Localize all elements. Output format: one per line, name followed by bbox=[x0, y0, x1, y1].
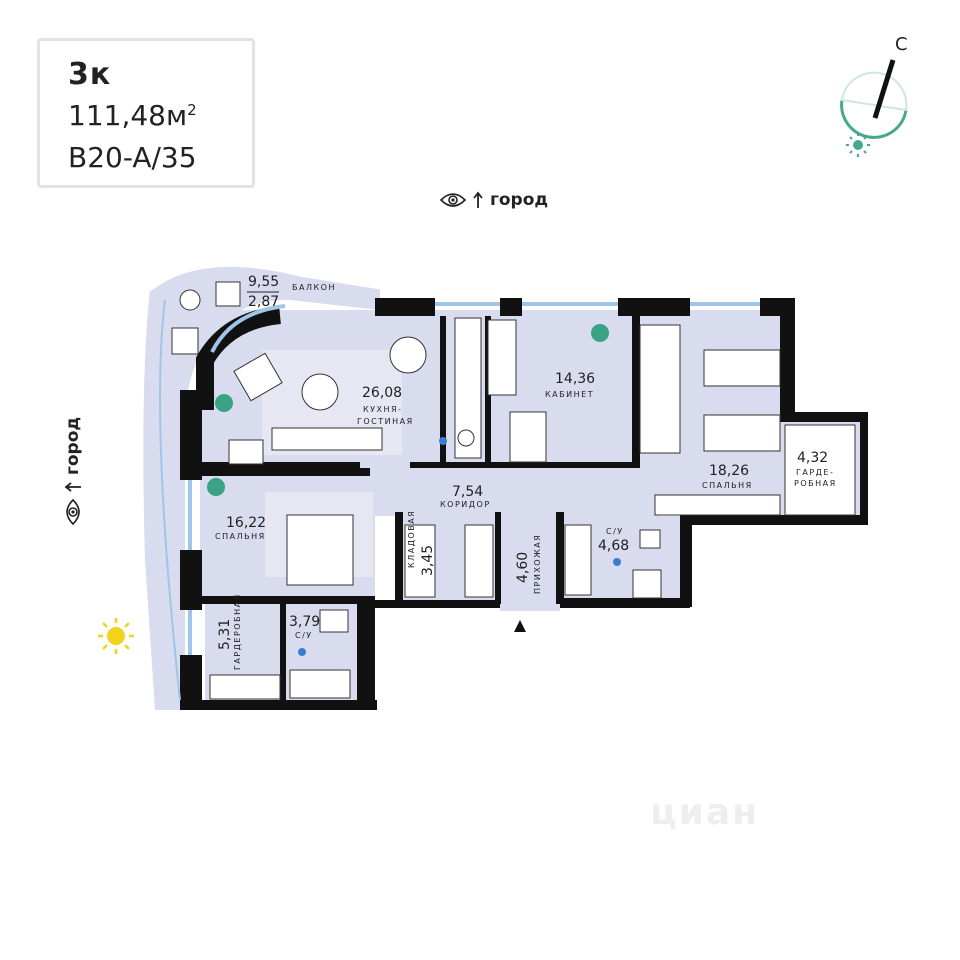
compass: С bbox=[840, 34, 908, 139]
total-area-value: 111,48м bbox=[68, 99, 188, 132]
balcony-area-2: 2,87 bbox=[248, 294, 279, 310]
wardrobe-right-name-1: ГАРДЕ- bbox=[796, 468, 834, 477]
bath-left-name: С/У bbox=[295, 631, 313, 640]
area-unit-superscript: 2 bbox=[187, 101, 197, 119]
plant-icon bbox=[215, 394, 233, 412]
corridor-area: 7,54 bbox=[452, 484, 483, 500]
washing-machine bbox=[632, 569, 662, 599]
watermark: циан bbox=[650, 792, 760, 833]
sun-icon-small bbox=[846, 133, 870, 157]
compass-letter: С bbox=[895, 34, 908, 55]
wardrobe-right-name-2: РОБНАЯ bbox=[794, 479, 837, 488]
water-drop-icon bbox=[298, 648, 306, 656]
pantry-name: КЛАДОВАЯ bbox=[407, 510, 416, 568]
arrow-up-icon bbox=[64, 482, 81, 492]
plant-icons bbox=[207, 324, 609, 496]
total-area: 111,48м2 bbox=[68, 99, 197, 132]
furniture bbox=[171, 281, 856, 700]
bedroom-wardrobe bbox=[639, 324, 681, 454]
pantry-shelf bbox=[464, 524, 494, 598]
balcony-area-1: 9,55 bbox=[248, 274, 279, 290]
balcony-rail bbox=[149, 263, 381, 292]
bathtub bbox=[564, 524, 592, 596]
bedroom-right-area: 18,26 bbox=[709, 463, 749, 479]
water-drop-icon bbox=[613, 558, 621, 566]
water-drop-icon bbox=[439, 437, 447, 445]
apartment-code: B20-A/35 bbox=[68, 141, 197, 174]
bath-left-tub bbox=[289, 669, 351, 699]
wardrobe-left-name: ГАРДЕРОБНАЯ bbox=[233, 593, 242, 670]
study-area: 14,36 bbox=[555, 371, 595, 387]
corridor-floor bbox=[360, 468, 660, 516]
entrance-icon bbox=[514, 620, 526, 632]
sofa bbox=[271, 427, 383, 451]
dining-table bbox=[389, 336, 427, 374]
bedside-desk bbox=[228, 439, 264, 465]
room-labels: 9,55 2,87 БАЛКОН 26,08 КУХНЯ- ГОСТИНАЯ 1… bbox=[215, 274, 837, 670]
water-icons bbox=[298, 437, 621, 656]
corridor-name: КОРИДОР bbox=[440, 500, 491, 509]
view-direction-top: город bbox=[440, 188, 548, 212]
kitchen-name-1: КУХНЯ- bbox=[363, 405, 403, 414]
hall-floor bbox=[500, 516, 560, 611]
view-direction-left: город bbox=[61, 417, 85, 525]
wardrobe-rail bbox=[209, 674, 281, 700]
study-sofa bbox=[487, 319, 517, 396]
kitchen-name-2: ГОСТИНАЯ bbox=[357, 417, 414, 426]
plant-icon bbox=[591, 324, 609, 342]
pantry-area: 3,45 bbox=[420, 545, 436, 576]
room-count: 3к bbox=[68, 57, 112, 92]
bath-left-sink bbox=[319, 609, 349, 633]
wardrobe-right-area: 4,32 bbox=[797, 450, 828, 466]
eye-icon bbox=[440, 193, 466, 207]
hall-area: 4,60 bbox=[515, 552, 531, 583]
plant-icon bbox=[207, 478, 225, 496]
bed-top bbox=[703, 349, 781, 387]
bath-left-area: 3,79 bbox=[289, 614, 320, 630]
double-bed bbox=[286, 514, 354, 586]
bath-right-name: С/У bbox=[606, 527, 624, 536]
balcony-floor bbox=[143, 265, 380, 710]
view-label-top: город bbox=[490, 190, 549, 210]
wardrobe-left-area: 5,31 bbox=[217, 619, 233, 650]
hall-name: ПРИХОЖАЯ bbox=[533, 534, 542, 594]
balcony-glass bbox=[159, 299, 181, 701]
bedroom-storage bbox=[654, 494, 781, 516]
balcony-name: БАЛКОН bbox=[292, 283, 336, 292]
bed-bottom bbox=[703, 414, 781, 452]
armchair bbox=[233, 352, 283, 402]
curved-wall bbox=[196, 306, 282, 410]
apartment-info-card: 3к 111,48м2 B20-A/35 bbox=[37, 38, 255, 188]
wardrobe-shelves bbox=[784, 424, 856, 516]
bedroom-right-name: СПАЛЬНЯ bbox=[702, 481, 753, 490]
pantry-shelf bbox=[404, 524, 436, 598]
windows bbox=[188, 302, 760, 655]
arrow-up-icon bbox=[473, 191, 483, 208]
balcony-table bbox=[179, 289, 201, 311]
compass-needle bbox=[872, 59, 896, 119]
sun-icon bbox=[98, 618, 134, 654]
toilet bbox=[639, 529, 661, 549]
study-name: КАБИНЕТ bbox=[545, 390, 594, 399]
balcony-chair bbox=[171, 327, 199, 355]
kitchen-sink bbox=[457, 429, 475, 447]
kitchen-area: 26,08 bbox=[362, 385, 402, 401]
bath-right-area: 4,68 bbox=[598, 538, 629, 554]
coffee-table bbox=[301, 373, 339, 411]
study-desk bbox=[509, 411, 547, 463]
bedroom-left-area: 16,22 bbox=[226, 515, 266, 531]
balcony-chair bbox=[215, 281, 241, 307]
bedroom-left-name: СПАЛЬНЯ bbox=[215, 532, 266, 541]
eye-icon bbox=[66, 499, 80, 525]
